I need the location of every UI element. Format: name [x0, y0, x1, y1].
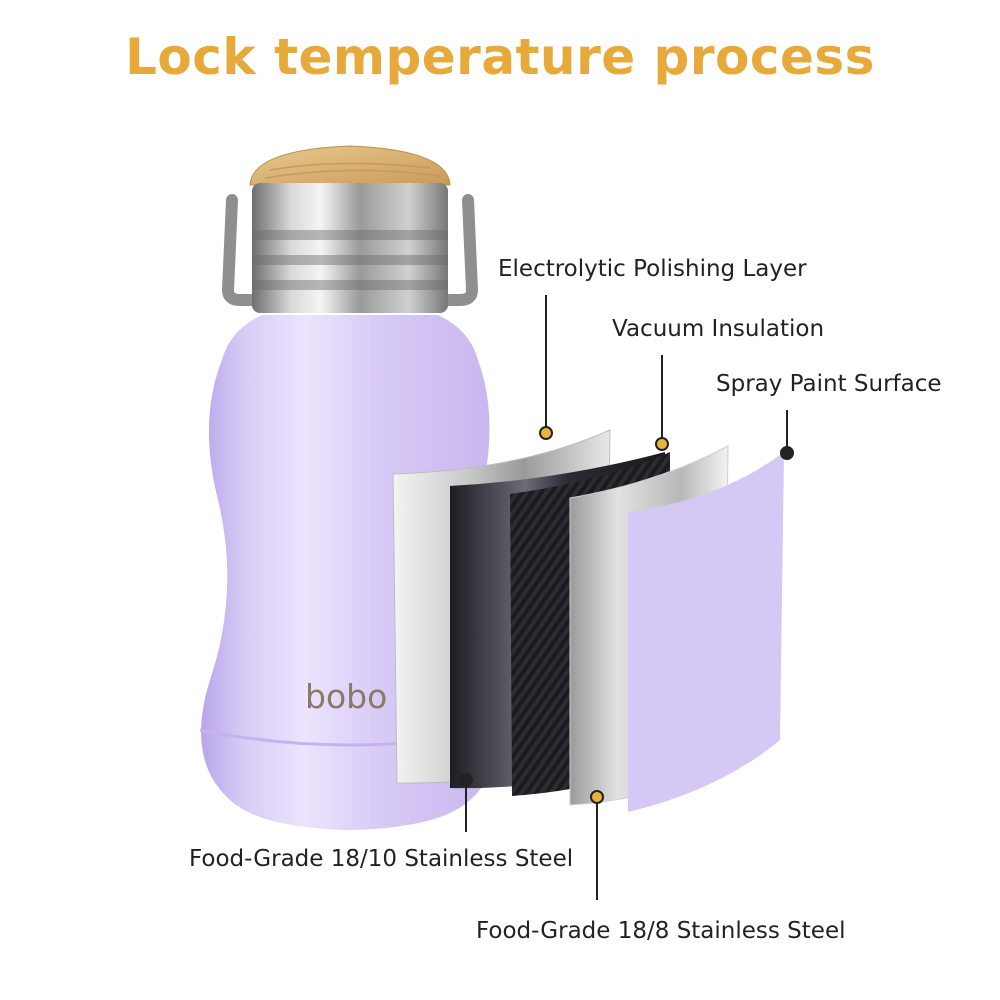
- layer-spray-paint: [628, 452, 784, 812]
- label-spray-paint: Spray Paint Surface: [716, 371, 942, 397]
- label-electrolytic-polishing: Electrolytic Polishing Layer: [498, 256, 807, 282]
- label-vacuum-insulation: Vacuum Insulation: [612, 316, 825, 342]
- page-title: Lock temperature process: [125, 28, 875, 86]
- bamboo-lid: [249, 145, 451, 186]
- leader-188: [590, 790, 604, 900]
- label-food-grade-1810: Food-Grade 18/10 Stainless Steel: [189, 846, 574, 872]
- leader-electrolytic: [539, 295, 553, 440]
- leader-1810: [459, 773, 473, 832]
- steel-cap: [252, 183, 448, 313]
- leader-vacuum: [655, 355, 669, 451]
- bottle-handle: [221, 194, 256, 306]
- label-food-grade-188: Food-Grade 18/8 Stainless Steel: [476, 918, 846, 944]
- leader-spray: [780, 410, 794, 460]
- brand-logo: bobo: [305, 677, 387, 716]
